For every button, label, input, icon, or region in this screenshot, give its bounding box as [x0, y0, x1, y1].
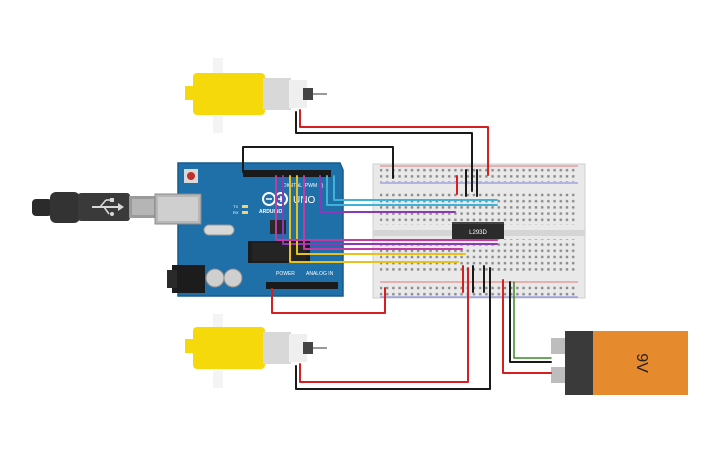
power-header-label: POWER [276, 271, 295, 277]
wire-yellow-1 [296, 175, 466, 255]
wire-gnd-black [242, 146, 394, 179]
usb-cable [32, 192, 157, 223]
l293d-chip[interactable]: L293D [452, 222, 504, 239]
analog-header-label: ANALOG IN [306, 271, 334, 277]
wire-yellow-2 [289, 175, 459, 263]
top-dc-motor[interactable] [185, 58, 327, 133]
chip-label: L293D [469, 230, 487, 236]
arduino-brand-label: ARDUINO [259, 209, 282, 215]
wire-purple-1 [319, 175, 456, 213]
battery-label: 9V [633, 353, 650, 373]
wire-battery-black [509, 281, 552, 363]
tx-led-label: TX [233, 204, 238, 209]
wires [242, 109, 552, 390]
bottom-dc-motor[interactable] [185, 314, 327, 388]
wire-battery-red [502, 279, 552, 374]
wire-bottom-motor-red [299, 267, 469, 383]
wire-battery-green [513, 281, 552, 359]
wire-magenta-2 [275, 175, 498, 241]
wire-cyan-2 [326, 175, 498, 206]
wire-5v-red [271, 287, 386, 314]
9v-battery[interactable]: 9V [551, 331, 688, 395]
reset-button[interactable] [187, 172, 195, 180]
wire-bottom-motor-black [295, 267, 491, 390]
rx-led-label: RX [233, 210, 239, 215]
wire-magenta-1 [303, 175, 463, 250]
wire-purple-2 [282, 175, 498, 245]
usb-icon [92, 198, 124, 216]
arduino-uno-board[interactable]: ARDUINO UNO DIGITAL (PWM ~) POWER ANALOG… [154, 162, 344, 297]
wire-cyan-1 [333, 175, 498, 201]
wire-top-motor-black [295, 111, 473, 192]
wire-top-motor-red [299, 109, 489, 176]
